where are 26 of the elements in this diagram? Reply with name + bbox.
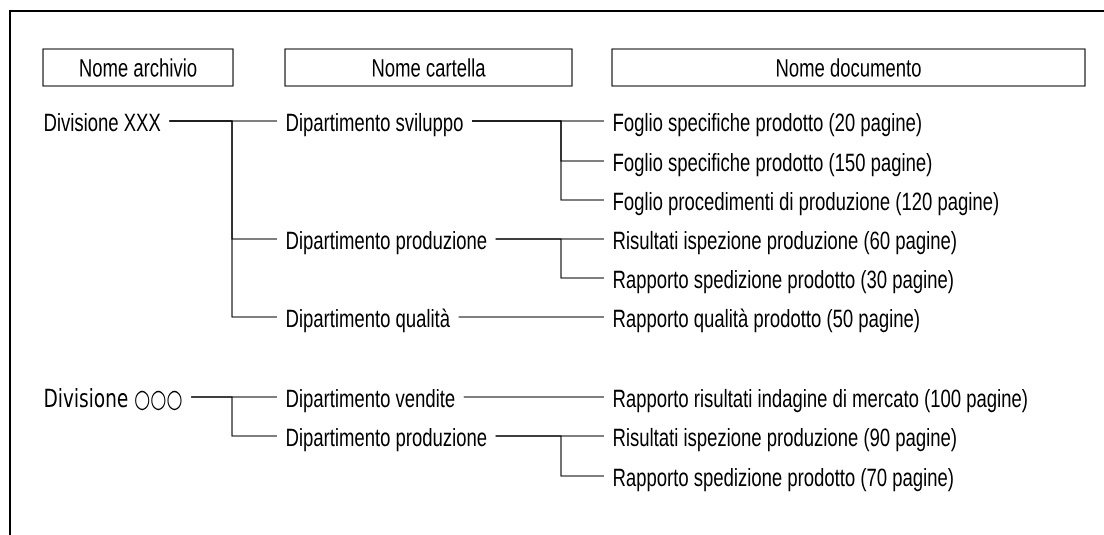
tree-label: Rapporto qualità prodotto (50 pagine) (614, 308, 919, 333)
tree-label: Dipartimento qualità (287, 308, 451, 333)
connector-line (463, 396, 605, 398)
tree-label: Rapporto spedizione prodotto (70 pagine) (614, 467, 953, 492)
tree-label: Dipartimento produzione (287, 427, 487, 452)
connector-line (471, 120, 605, 201)
tree-label: Divisione ○○○ (45, 388, 182, 411)
connector-line (495, 238, 605, 279)
tree-label: Rapporto spedizione prodotto (30 pagine) (614, 269, 953, 294)
header-box: Nome cartella (284, 48, 573, 87)
header-box: Nome archivio (42, 48, 234, 87)
connector-line (168, 120, 278, 318)
tree-label: Risultati ispezione produzione (90 pagine) (614, 427, 956, 452)
tree-label: Dipartimento vendite (287, 388, 455, 413)
tree-label: Foglio specifiche prodotto (150 pagine) (614, 152, 932, 177)
header-box: Nome documento (611, 48, 1086, 87)
connector-line (190, 396, 278, 437)
tree-label: Foglio procedimenti di produzione (120 pagine) (614, 191, 998, 216)
connector-line (458, 316, 605, 318)
tree-label: Dipartimento sviluppo (287, 112, 463, 137)
tree-label: Foglio specifiche prodotto (20 pagine) (614, 112, 921, 137)
tree-label: Dipartimento produzione (287, 230, 487, 255)
tree-label: Rapporto risultati indagine di mercato (100 pagine) (614, 388, 1027, 413)
tree-label: Divisione XXX (45, 112, 161, 132)
connector-line (495, 435, 605, 477)
tree-label: Risultati ispezione produzione (60 pagine) (614, 230, 956, 255)
